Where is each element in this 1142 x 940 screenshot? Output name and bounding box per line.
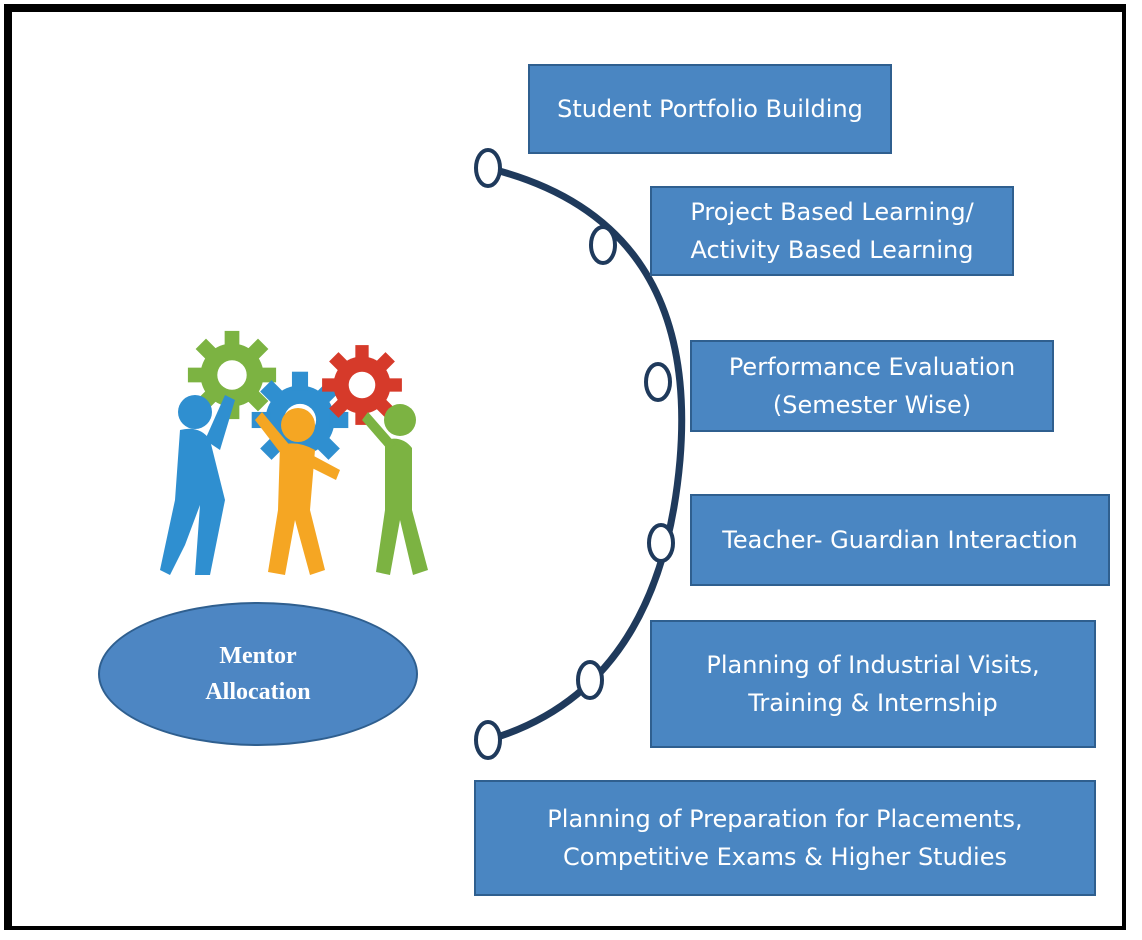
arc-node-2: [589, 225, 617, 265]
blue-figure: [160, 395, 235, 575]
item-box-3: Performance Evaluation (Semester Wise): [690, 340, 1054, 432]
item-label-2: Project Based Learning/ Activity Based L…: [690, 198, 974, 264]
item-box-6: Planning of Preparation for Placements, …: [474, 780, 1096, 896]
item-box-4: Teacher- Guardian Interaction: [690, 494, 1110, 586]
item-label-1: Student Portfolio Building: [557, 95, 863, 123]
arc-node-1: [474, 148, 502, 188]
item-label-5: Planning of Industrial Visits, Training …: [706, 651, 1040, 717]
item-box-5: Planning of Industrial Visits, Training …: [650, 620, 1096, 748]
arc-node-5: [576, 660, 604, 700]
mentor-allocation-label: Mentor Allocation: [205, 643, 311, 705]
item-label-3: Performance Evaluation (Semester Wise): [728, 353, 1016, 419]
item-box-1: Student Portfolio Building: [528, 64, 892, 154]
arc-node-6: [474, 720, 502, 760]
arc-node-4: [647, 523, 675, 563]
item-label-6: Planning of Preparation for Placements, …: [547, 805, 1023, 871]
arc-node-3: [644, 362, 672, 402]
mentor-allocation-node: Mentor Allocation: [98, 602, 418, 746]
item-label-4: Teacher- Guardian Interaction: [722, 526, 1078, 554]
green-figure: [362, 404, 428, 575]
orange-figure: [255, 408, 340, 575]
item-box-2: Project Based Learning/ Activity Based L…: [650, 186, 1014, 276]
